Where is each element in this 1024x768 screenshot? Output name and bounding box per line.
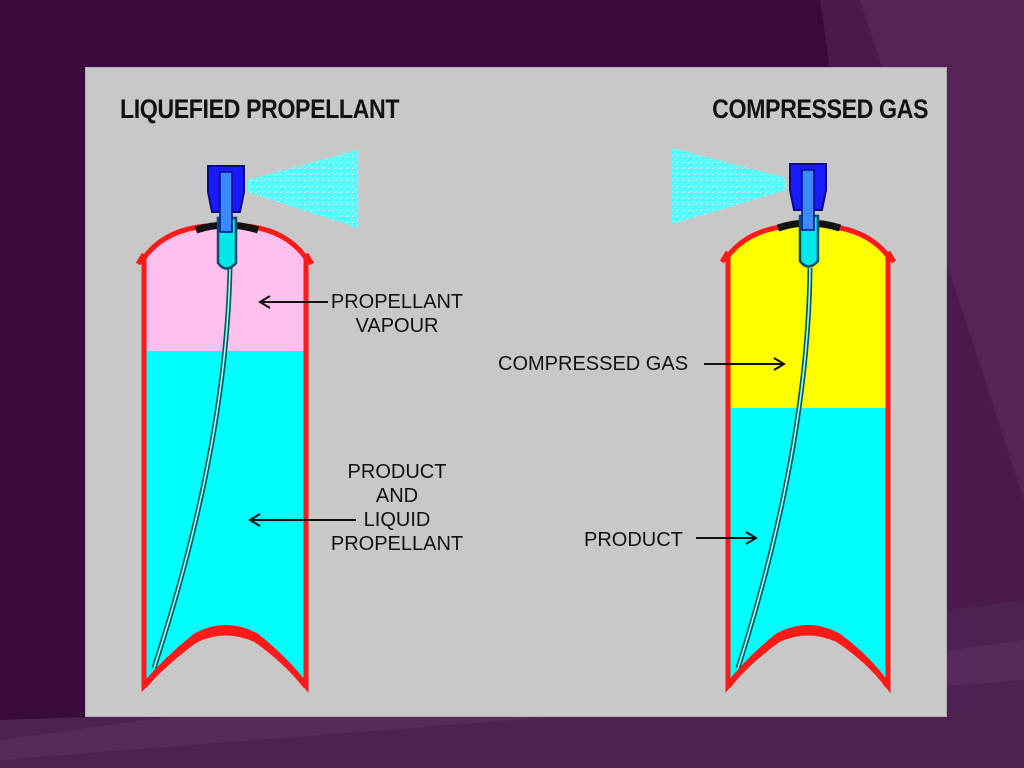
- label-line: LIQUID: [363, 509, 431, 531]
- aerosol-diagram: [135, 148, 897, 694]
- right-can-outline: [719, 223, 897, 694]
- right-spray-cone: [672, 148, 786, 224]
- arrow-product-liquid: [248, 513, 356, 527]
- label-arrows: [248, 295, 786, 545]
- arrow-propellant-vapour: [258, 295, 328, 309]
- title-compressed-gas: COMPRESSED GAS: [712, 94, 928, 124]
- left-liquid-region: [146, 351, 304, 682]
- label-product: PRODUCT: [584, 529, 683, 551]
- arrow-product: [696, 531, 758, 545]
- diagram-panel: LIQUEFIED PROPELLANT COMPRESSED GAS PROP…: [86, 68, 946, 716]
- label-compressed-gas: COMPRESSED GAS: [498, 353, 689, 375]
- label-line: VAPOUR: [355, 315, 439, 337]
- left-base-curve: [141, 625, 309, 688]
- label-line: PRODUCT: [347, 461, 447, 483]
- right-product-region: [730, 408, 886, 682]
- left-can: [135, 150, 358, 693]
- label-line: PROPELLANT: [330, 291, 464, 313]
- left-vapour-region: [146, 228, 304, 351]
- arrow-compressed-gas: [704, 357, 786, 371]
- label-product-and-liquid-propellant: PRODUCT AND LIQUID PROPELLANT: [322, 460, 472, 556]
- label-line: AND: [375, 485, 419, 507]
- label-propellant-vapour: PROPELLANT VAPOUR: [322, 290, 472, 338]
- right-can: [672, 148, 897, 694]
- title-liquefied-propellant: LIQUEFIED PROPELLANT: [120, 94, 400, 124]
- right-base-curve: [725, 625, 891, 688]
- label-line: PROPELLANT: [330, 533, 464, 555]
- left-spray-cone: [248, 150, 358, 228]
- left-can-outline: [135, 223, 315, 693]
